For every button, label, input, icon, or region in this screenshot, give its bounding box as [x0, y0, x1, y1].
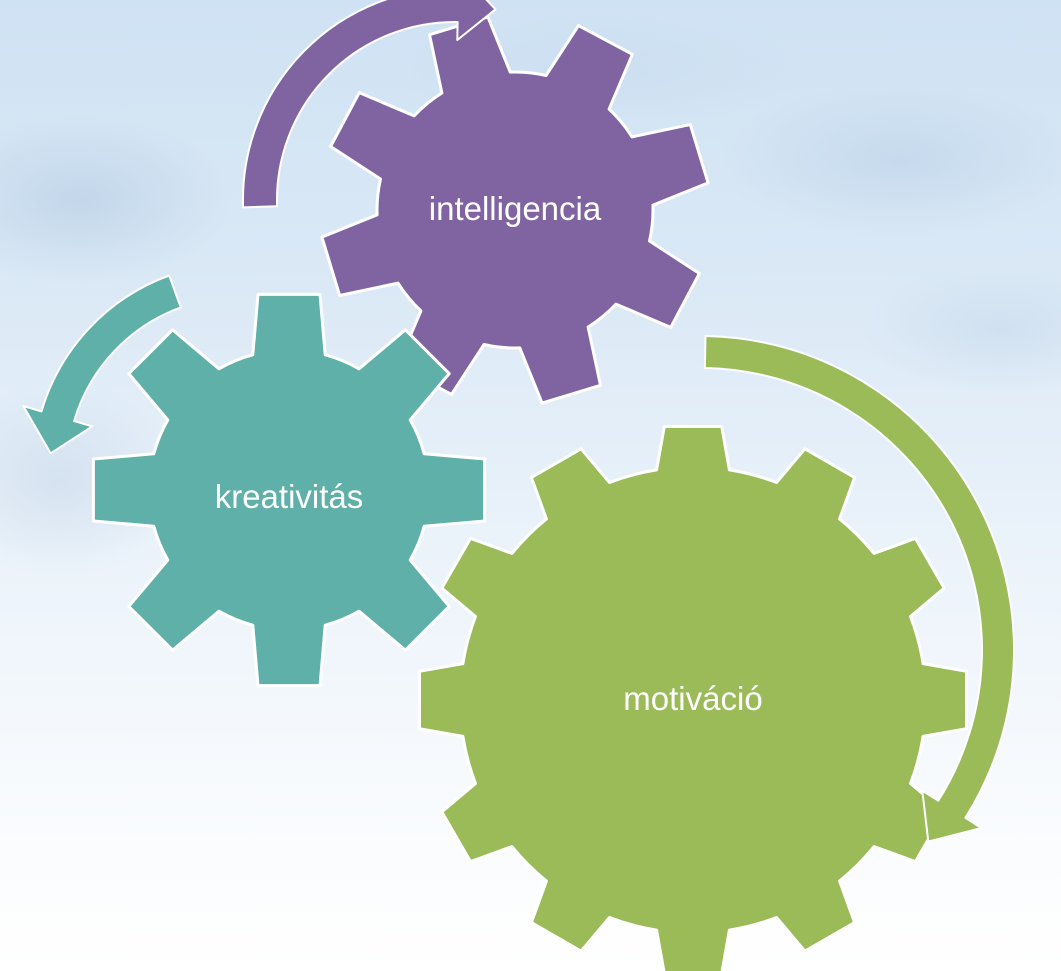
arrow-kreativitas [22, 274, 182, 455]
gear-kreativitas: kreativitás [91, 292, 487, 688]
gear-kreativitas-label: kreativitás [215, 478, 364, 515]
arrow-intelligencia [242, 0, 497, 209]
gear-intelligencia-label: intelligencia [429, 190, 602, 227]
gear-intelligencia-shape [320, 15, 710, 405]
gear-intelligencia: intelligencia [320, 15, 710, 405]
arrow-motivacio [703, 335, 1016, 843]
gear-kreativitas-shape [91, 292, 487, 688]
gear-motivacio: motiváció [418, 425, 968, 971]
gear-motivacio-label: motiváció [623, 680, 762, 717]
gear-motivacio-shape [418, 425, 968, 971]
